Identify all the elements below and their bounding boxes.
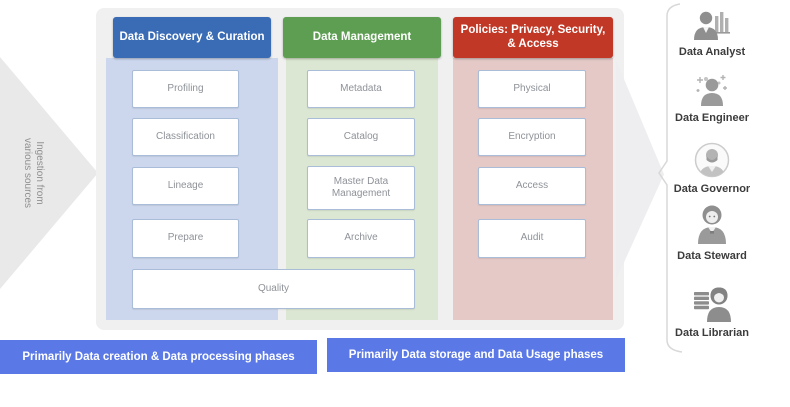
role-label: Data Governor — [673, 183, 751, 195]
data-governor-icon — [660, 139, 764, 181]
box-master-data-management: Master Data Management — [307, 166, 415, 210]
box-quality: Quality — [132, 269, 415, 309]
data-librarian-icon — [660, 283, 764, 325]
box-catalog: Catalog — [307, 118, 415, 156]
role-data-governor: Data Governor — [660, 139, 764, 195]
role-label: Data Engineer — [675, 112, 749, 124]
box-physical: Physical — [478, 70, 586, 108]
phase-banner-storage-usage: Primarily Data storage and Data Usage ph… — [327, 338, 625, 372]
column-header-discovery: Data Discovery & Curation — [113, 17, 271, 58]
ingestion-label: Ingestion from various sources — [22, 137, 46, 209]
role-data-librarian: Data Librarian — [660, 283, 764, 339]
data-engineer-icon — [660, 68, 764, 110]
box-access: Access — [478, 167, 586, 205]
role-label: Data Analyst — [678, 46, 746, 58]
box-prepare: Prepare — [132, 219, 239, 258]
role-label: Data Steward — [677, 250, 747, 262]
role-data-steward: Data Steward — [660, 205, 764, 262]
box-metadata: Metadata — [307, 70, 415, 108]
column-header-policies: Policies: Privacy, Security, & Access — [453, 17, 613, 58]
box-classification: Classification — [132, 118, 239, 156]
roles-brace-connector — [658, 3, 683, 353]
box-archive: Archive — [307, 219, 415, 258]
phase-banner-creation-processing: Primarily Data creation & Data processin… — [0, 340, 317, 374]
box-profiling: Profiling — [132, 70, 239, 108]
role-data-analyst: Data Analyst — [660, 2, 764, 58]
data-steward-icon — [660, 205, 764, 248]
box-audit: Audit — [478, 219, 586, 258]
column-header-management: Data Management — [283, 17, 441, 58]
box-encryption: Encryption — [478, 118, 586, 156]
role-data-engineer: Data Engineer — [660, 68, 764, 124]
box-lineage: Lineage — [132, 167, 239, 205]
ingestion-arrow — [0, 57, 98, 289]
role-label: Data Librarian — [675, 327, 749, 339]
data-analyst-icon — [660, 2, 764, 44]
